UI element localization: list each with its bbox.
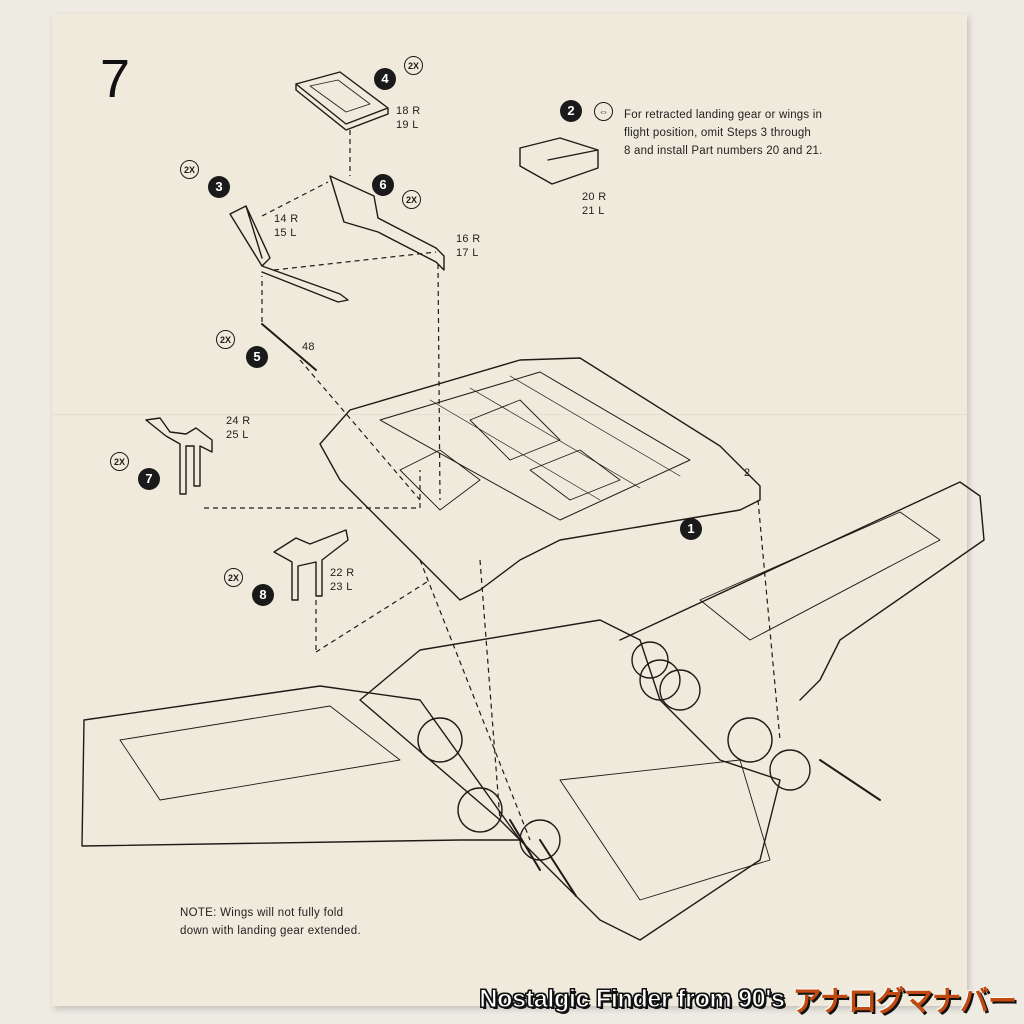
step-number: 7 bbox=[100, 49, 131, 109]
qty-7: 2X bbox=[110, 452, 129, 471]
callout-1: 1 bbox=[680, 518, 702, 540]
qty-3: 2X bbox=[180, 160, 199, 179]
qty-6: 2X bbox=[402, 190, 421, 209]
note-line-2: down with landing gear extended. bbox=[180, 925, 361, 937]
swap-icon: ⇔ bbox=[594, 102, 613, 121]
label-18r: 18 R bbox=[396, 105, 421, 117]
part-14-15 bbox=[229, 205, 349, 303]
label-22r: 22 R bbox=[330, 567, 355, 579]
part-48-rod bbox=[261, 323, 317, 371]
callout-8: 8 bbox=[252, 584, 274, 606]
fuselage-lower bbox=[359, 619, 781, 941]
watermark-text: Nostalgic Finder from 90's bbox=[479, 984, 785, 1013]
landing-gear-wheels bbox=[417, 641, 811, 861]
part-18-19-plate bbox=[295, 71, 389, 131]
qty-4: 2X bbox=[404, 56, 423, 75]
label-24r: 24 R bbox=[226, 415, 251, 427]
callout-6: 6 bbox=[372, 174, 394, 196]
label-48: 48 bbox=[302, 341, 315, 353]
part-24-25 bbox=[145, 417, 213, 495]
fold-crease bbox=[52, 414, 967, 415]
callout-7: 7 bbox=[138, 468, 160, 490]
part-1-body bbox=[319, 357, 761, 601]
right-wing bbox=[619, 481, 985, 701]
label-25l: 25 L bbox=[226, 429, 249, 441]
part-16-17 bbox=[329, 175, 445, 271]
label-17l: 17 L bbox=[456, 247, 479, 259]
label-20r: 20 R bbox=[582, 191, 607, 203]
info-line-3: 8 and install Part numbers 20 and 21. bbox=[624, 145, 823, 157]
label-16r: 16 R bbox=[456, 233, 481, 245]
info-text: For retracted landing gear or wings in f… bbox=[624, 106, 874, 160]
label-19l: 19 L bbox=[396, 119, 419, 131]
label-2: 2 bbox=[744, 467, 751, 479]
watermark: Nostalgic Finder from 90's アナログマナバー bbox=[479, 980, 1017, 1018]
info-line-1: For retracted landing gear or wings in bbox=[624, 109, 823, 121]
label-21l: 21 L bbox=[582, 205, 605, 217]
qty-5: 2X bbox=[216, 330, 235, 349]
note-text: NOTE: Wings will not fully fold down wit… bbox=[180, 904, 361, 940]
callout-4: 4 bbox=[374, 68, 396, 90]
label-15l: 15 L bbox=[274, 227, 297, 239]
label-23l: 23 L bbox=[330, 581, 353, 593]
qty-8: 2X bbox=[224, 568, 243, 587]
part-22-23 bbox=[273, 529, 349, 601]
callout-3: 3 bbox=[208, 176, 230, 198]
part-20-21 bbox=[519, 137, 599, 185]
watermark-logo: アナログマナバー bbox=[792, 984, 1017, 1018]
info-callout: 2 bbox=[560, 100, 582, 122]
note-line-1: NOTE: Wings will not fully fold bbox=[180, 907, 344, 919]
info-line-2: flight position, omit Steps 3 through bbox=[624, 127, 812, 139]
label-14r: 14 R bbox=[274, 213, 299, 225]
callout-5: 5 bbox=[246, 346, 268, 368]
left-wing bbox=[81, 685, 521, 847]
